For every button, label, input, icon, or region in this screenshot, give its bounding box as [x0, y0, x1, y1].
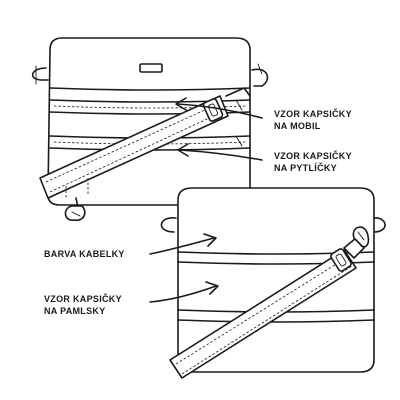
front-strap-buckle — [330, 248, 352, 272]
label-bag-color: BARVA KABELKY — [44, 249, 125, 259]
arrow-pocket-phone — [177, 103, 263, 119]
right-clip — [251, 68, 269, 87]
label-pocket-bags-line2: NA PYTLÍČKY — [274, 162, 337, 173]
front-right-tab — [371, 217, 386, 233]
label-pocket-phone: VZOR KAPSIČKY NA MOBIL — [274, 108, 352, 131]
label-pocket-treats-line2: NA PAMLSKY — [44, 306, 106, 316]
label-pocket-treats-line1: VZOR KAPSIČKY — [44, 293, 122, 304]
front-snap-hook — [352, 226, 370, 248]
strap-buckle — [202, 98, 224, 122]
label-pocket-phone-line2: NA MOBIL — [274, 121, 321, 131]
label-pocket-bags-line1: VZOR KAPSIČKY — [274, 150, 352, 161]
left-d-ring — [31, 67, 49, 81]
arrow-pocket-bags — [179, 149, 263, 161]
label-pocket-bags: VZOR KAPSIČKY NA PYTLÍČKY — [274, 150, 352, 173]
label-pocket-phone-line1: VZOR KAPSIČKY — [274, 108, 352, 119]
front-left-tab — [160, 217, 177, 233]
brand-tag — [139, 63, 163, 73]
arrow-pocket-treats — [149, 285, 217, 303]
label-arrows — [149, 97, 263, 303]
carabiner-hook — [64, 197, 86, 222]
label-bag-color-text: BARVA KABELKY — [44, 249, 125, 259]
label-pocket-treats: VZOR KAPSIČKY NA PAMLSKY — [44, 293, 122, 316]
front-strap — [169, 226, 370, 379]
arrow-bag-color — [149, 237, 215, 255]
